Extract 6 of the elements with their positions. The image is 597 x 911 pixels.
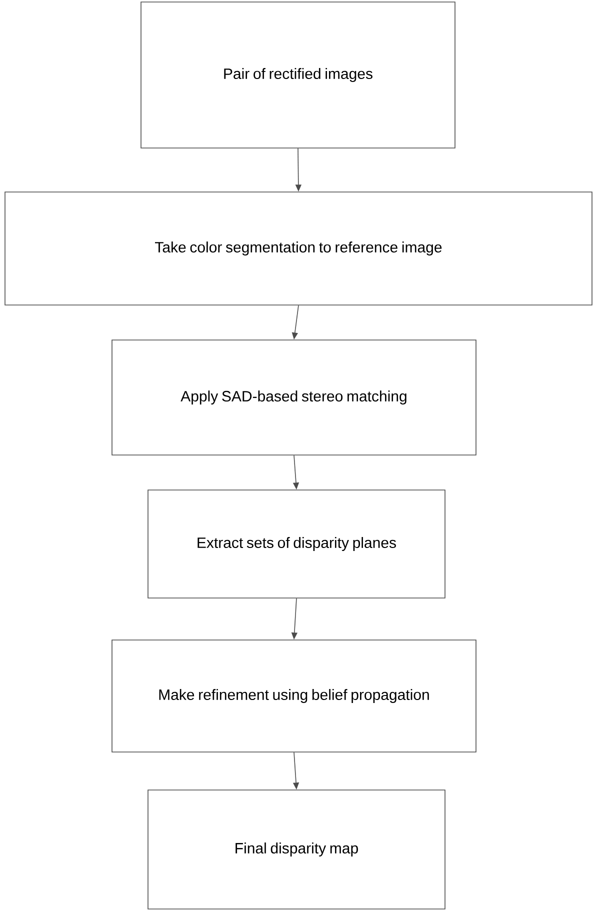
process-box: Make refinement using belief propagation [112,640,476,752]
process-box: Apply SAD-based stereo matching [112,340,476,456]
process-box: Pair of rectified images [140,2,456,148]
process-box: Take color segmentation to reference image [4,192,592,306]
process-box: Final disparity map [148,790,446,910]
process-box: Extract sets of disparity planes [148,490,446,598]
